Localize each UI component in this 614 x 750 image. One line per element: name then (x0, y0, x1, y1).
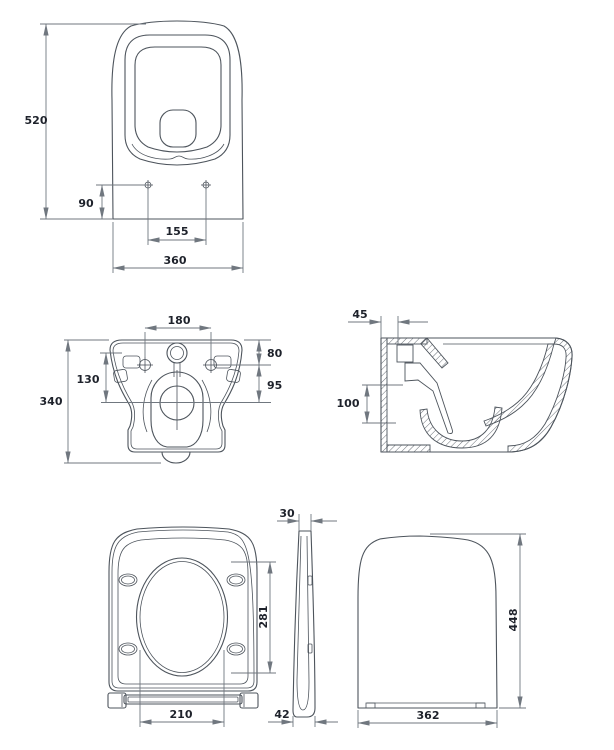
dim-label-448: 448 (507, 609, 520, 632)
trap-outer (150, 371, 204, 448)
rear-inner-outline (112, 342, 240, 450)
seat-hinge-bar (107, 692, 259, 709)
dim-label-362: 362 (417, 709, 440, 722)
rim-strut-section (420, 337, 449, 369)
bowl-opening (134, 46, 222, 153)
dim-label-30: 30 (279, 507, 295, 520)
hinge-pin-upper (307, 575, 313, 586)
dim-130: 130 (77, 352, 271, 403)
seat-profile-inner (296, 535, 310, 711)
seat-outer-outline (108, 526, 258, 692)
dim-label-90: 90 (78, 197, 94, 210)
hinge-pin-lower (307, 643, 313, 654)
dim-90: 90 (78, 184, 146, 220)
water-line (131, 143, 225, 160)
dim-180: 180 (144, 314, 212, 359)
lid-foot-right (475, 702, 486, 709)
recess-left-upper (122, 355, 141, 369)
dim-label-520: 520 (25, 114, 48, 127)
dim-label-130: 130 (77, 373, 100, 386)
dim-label-210: 210 (170, 708, 193, 721)
bowl-side-section: 45 100 (337, 308, 573, 453)
recess-right-lower (226, 369, 241, 383)
seat-profile-outline (292, 530, 316, 718)
dim-label-180: 180 (168, 314, 191, 327)
dim-281: 281 (231, 561, 276, 674)
dim-360: 360 (112, 222, 244, 273)
rear-fixing-hole-left (137, 357, 153, 373)
water-inlet-outer (166, 342, 188, 364)
bowl-outer-outline (111, 20, 244, 220)
dim-42: 42 (268, 708, 338, 727)
dim-45: 45 (348, 308, 428, 345)
dim-448: 448 (430, 533, 526, 709)
bowl-top-view: 520 90 155 360 (25, 20, 244, 273)
drain-outlet (161, 451, 191, 464)
recess-left-lower (113, 369, 128, 383)
dim-label-45: 45 (352, 308, 367, 321)
dim-30: 30 (277, 507, 337, 531)
seat-opening-inner (139, 561, 225, 673)
seat-bumpers (118, 573, 246, 656)
dim-label-360: 360 (164, 254, 187, 267)
water-inlet-inner (170, 346, 184, 360)
recess-right-upper (213, 355, 232, 369)
fixing-hole-right (201, 180, 211, 190)
bowl-curve-left (142, 379, 153, 433)
top-rim-section (386, 337, 428, 345)
dim-label-155: 155 (166, 225, 189, 238)
trap-shell-section (419, 406, 503, 449)
dim-label-340: 340 (40, 395, 63, 408)
seat-opening-outer (135, 557, 229, 677)
dim-80: 80 (219, 339, 283, 366)
dim-label-42: 42 (274, 708, 289, 721)
wall-flange-section (380, 337, 388, 453)
front-shell-section (507, 337, 573, 453)
dim-520: 520 (25, 23, 146, 220)
lid-foot-left (365, 702, 376, 709)
bowl-rim-outer (124, 34, 231, 166)
dim-210: 210 (139, 650, 225, 727)
rear-outer-outline (109, 339, 243, 453)
dim-95: 95 (256, 364, 282, 403)
dim-100: 100 (337, 384, 403, 424)
flush-nozzle-section (404, 362, 453, 434)
dim-362: 362 (357, 709, 498, 728)
seat-ring-edge (117, 537, 249, 685)
rear-fixing-hole-right (203, 357, 219, 373)
flush-inlet-section (396, 344, 414, 363)
inner-bowl-section (483, 343, 555, 427)
dim-label-281: 281 (257, 606, 270, 629)
trap-water-spot (159, 109, 197, 148)
bowl-curve-right (201, 379, 212, 433)
seat-top-view: 281 210 (107, 526, 276, 727)
lid-outline (357, 535, 498, 709)
dim-label-100: 100 (337, 397, 360, 410)
lid-front-view: 448 362 (357, 533, 526, 728)
dim-label-95: 95 (267, 379, 282, 392)
seat-lid-edge (111, 529, 255, 689)
seat-side-profile: 30 42 (268, 507, 338, 727)
dim-340: 340 (40, 339, 161, 464)
dim-label-80: 80 (267, 347, 283, 360)
bowl-rear-view: 180 340 130 80 95 (40, 314, 283, 464)
base-section (386, 444, 431, 453)
dim-155: 155 (147, 190, 207, 245)
